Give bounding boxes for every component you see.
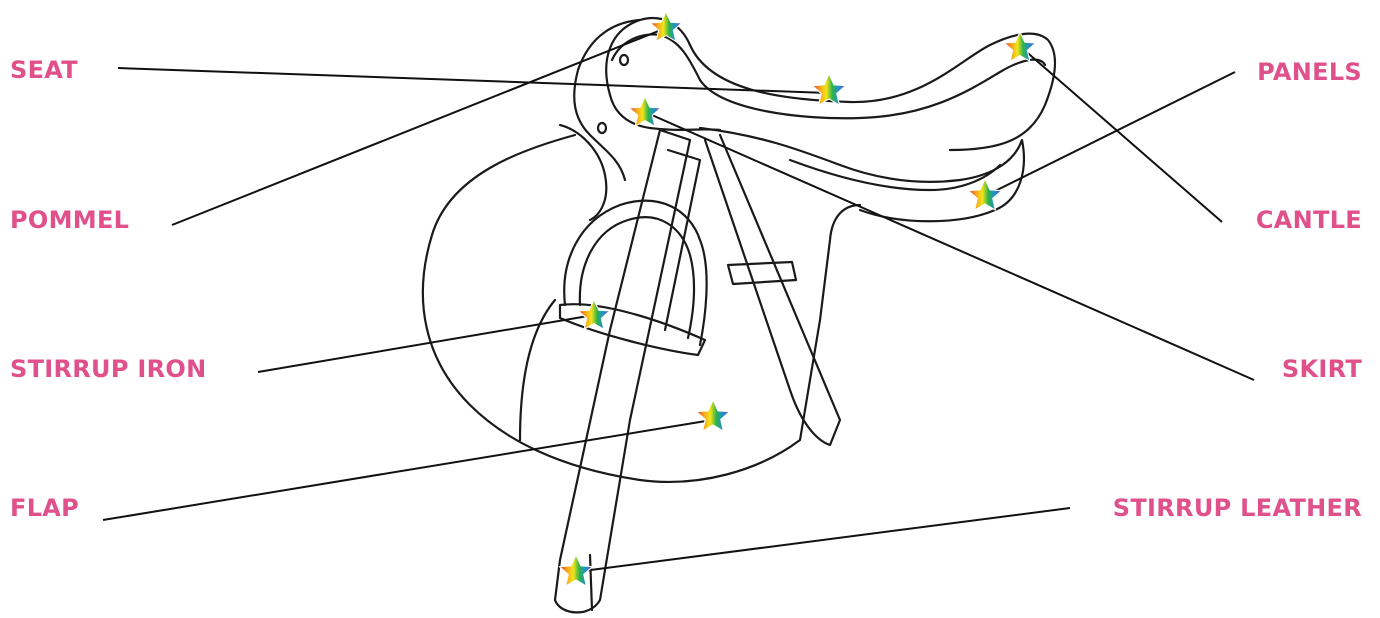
saddle-pommel-front [610,95,720,130]
rainbow-star-icon [968,179,1001,210]
label-cantle: CANTLE [1256,206,1362,234]
rainbow-star-icon [629,97,661,127]
saddle-panel-seam [790,160,1000,190]
label-stirrup-iron: STIRRUP IRON [10,355,206,383]
saddle-flap-outline [423,135,860,482]
leader-line-cantle [1022,48,1222,222]
label-skirt: SKIRT [1282,355,1362,383]
label-panels: PANELS [1257,58,1362,86]
saddle-illustration [423,18,1055,612]
stirrup-leather-tip [590,555,592,610]
rainbow-star-icon [559,555,592,586]
saddle-skirt-curve [560,125,606,220]
label-pommel: POMMEL [10,206,129,234]
stirrup-leather [555,130,690,612]
label-stirrup-leather: STIRRUP LEATHER [1113,494,1362,522]
leader-line-stirrup-leather [575,508,1070,572]
label-seat: SEAT [10,56,78,84]
leader-line-pommel [172,28,666,225]
label-flap: FLAP [10,494,79,522]
saddle-hole [620,55,628,65]
leader-line-skirt [645,112,1254,380]
saddle-pommel-outline [574,20,640,180]
girth-strap [705,135,840,445]
rainbow-star-icon [696,400,729,431]
leader-line-seat [118,68,828,93]
saddle-flap-inner [520,300,555,440]
leader-lines [103,28,1254,572]
girth-keeper [728,262,796,284]
saddle-hole [598,123,606,133]
